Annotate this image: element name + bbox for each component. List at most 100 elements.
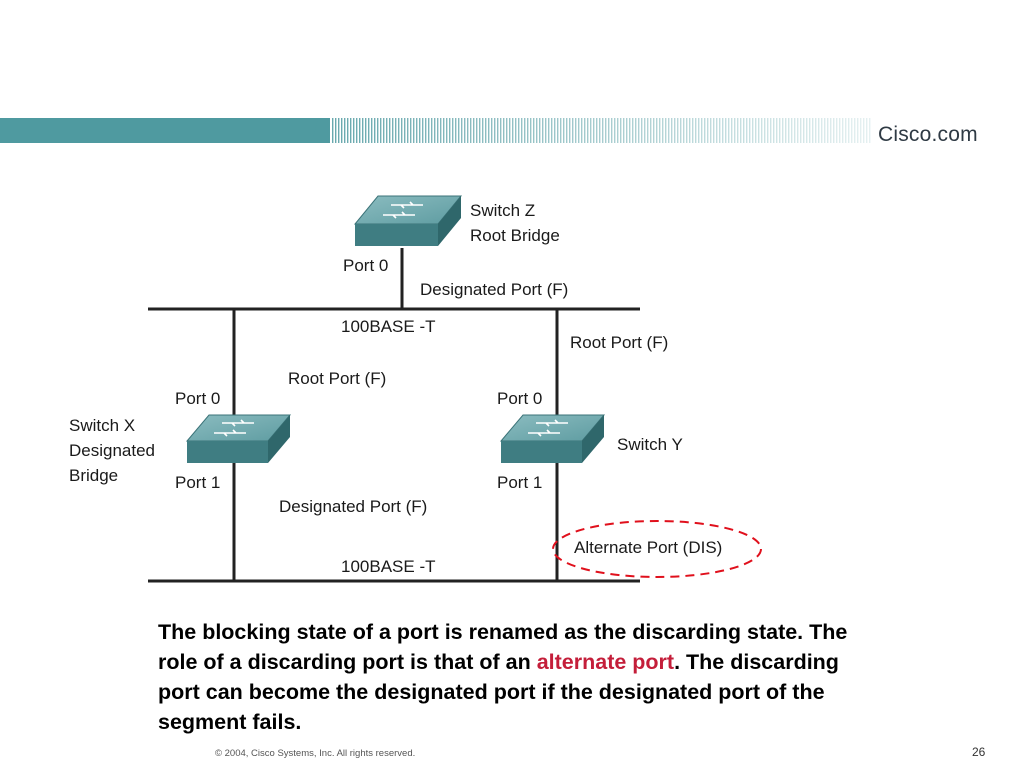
header-stripe	[557, 118, 559, 143]
header-stripe	[350, 118, 352, 143]
header-stripe	[596, 118, 598, 143]
header-stripe	[413, 118, 415, 143]
header-stripe	[824, 118, 826, 143]
header-stripe	[410, 118, 412, 143]
header-stripe	[716, 118, 718, 143]
header-stripe	[572, 118, 574, 143]
header-stripe	[467, 118, 469, 143]
header-stripe	[377, 118, 379, 143]
header-stripe	[620, 118, 622, 143]
header-stripe	[869, 118, 871, 143]
switch-x-name-line3: Bridge	[69, 466, 119, 485]
brand-logo: Cisco.com	[878, 123, 978, 146]
header-stripe	[812, 118, 814, 143]
header-stripe	[566, 118, 568, 143]
header-stripe	[506, 118, 508, 143]
header-stripe	[782, 118, 784, 143]
header-stripe	[545, 118, 547, 143]
alternate-port-highlight	[552, 520, 762, 578]
header-stripe	[548, 118, 550, 143]
header-stripe	[464, 118, 466, 143]
header-stripe	[803, 118, 805, 143]
header-stripe	[593, 118, 595, 143]
header-stripe	[551, 118, 553, 143]
header-stripe	[491, 118, 493, 143]
header-stripe	[866, 118, 868, 143]
header-stripe	[704, 118, 706, 143]
header-stripe	[821, 118, 823, 143]
header-stripe	[797, 118, 799, 143]
header-stripe	[857, 118, 859, 143]
header-stripe	[653, 118, 655, 143]
header-stripe	[461, 118, 463, 143]
header-stripe	[698, 118, 700, 143]
header-stripe	[662, 118, 664, 143]
header-stripe	[764, 118, 766, 143]
header-stripe	[482, 118, 484, 143]
header-stripe	[497, 118, 499, 143]
header-stripe	[848, 118, 850, 143]
header-stripe	[791, 118, 793, 143]
header-stripe	[383, 118, 385, 143]
header-stripe	[569, 118, 571, 143]
header-stripe	[389, 118, 391, 143]
header-stripe	[362, 118, 364, 143]
header-stripes	[332, 118, 871, 143]
header-stripe	[452, 118, 454, 143]
header-stripe	[458, 118, 460, 143]
header-stripe	[392, 118, 394, 143]
header-stripe	[560, 118, 562, 143]
header-stripe	[671, 118, 673, 143]
header-stripe	[446, 118, 448, 143]
header-stripe	[431, 118, 433, 143]
header-stripe	[578, 118, 580, 143]
header-stripe	[359, 118, 361, 143]
header-stripe	[659, 118, 661, 143]
caption-highlight: alternate port	[536, 650, 675, 674]
header-stripe	[677, 118, 679, 143]
header-stripe	[674, 118, 676, 143]
header-stripe	[851, 118, 853, 143]
header-stripe	[800, 118, 802, 143]
switch-y-icon	[499, 414, 606, 463]
header-stripe	[380, 118, 382, 143]
header-stripe	[332, 118, 334, 143]
header-stripe	[854, 118, 856, 143]
header-stripe	[335, 118, 337, 143]
header-stripe	[635, 118, 637, 143]
header-stripe	[845, 118, 847, 143]
header-stripe	[527, 118, 529, 143]
header-stripe	[794, 118, 796, 143]
header-stripe	[479, 118, 481, 143]
header-stripe	[476, 118, 478, 143]
switch-y-name: Switch Y	[617, 435, 683, 454]
header-stripe	[758, 118, 760, 143]
header-stripe	[494, 118, 496, 143]
header-stripe	[488, 118, 490, 143]
header-stripe	[740, 118, 742, 143]
switch-y-root-port-label: Root Port (F)	[570, 333, 669, 352]
header-stripe	[638, 118, 640, 143]
switch-z-designated-port: Designated Port (F)	[420, 280, 569, 299]
header-stripe	[563, 118, 565, 143]
switch-z-port-0: Port 0	[343, 256, 389, 275]
header-stripe	[353, 118, 355, 143]
header-stripe	[767, 118, 769, 143]
header-stripe	[455, 118, 457, 143]
header-stripe	[686, 118, 688, 143]
header-stripe	[707, 118, 709, 143]
header-stripe	[629, 118, 631, 143]
header-stripe	[581, 118, 583, 143]
header-stripe	[587, 118, 589, 143]
switch-y-port-1: Port 1	[497, 473, 543, 492]
switch-x-name-line1: Switch X	[69, 416, 136, 435]
caption-part-2: . The discarding port can become the des…	[158, 650, 839, 734]
header-stripe	[623, 118, 625, 143]
header-stripe	[806, 118, 808, 143]
switch-x-port-1: Port 1	[175, 473, 221, 492]
page-number: 26	[972, 745, 986, 759]
header-stripe	[536, 118, 538, 143]
header-stripe	[443, 118, 445, 143]
header-stripe	[605, 118, 607, 143]
header-stripe	[395, 118, 397, 143]
